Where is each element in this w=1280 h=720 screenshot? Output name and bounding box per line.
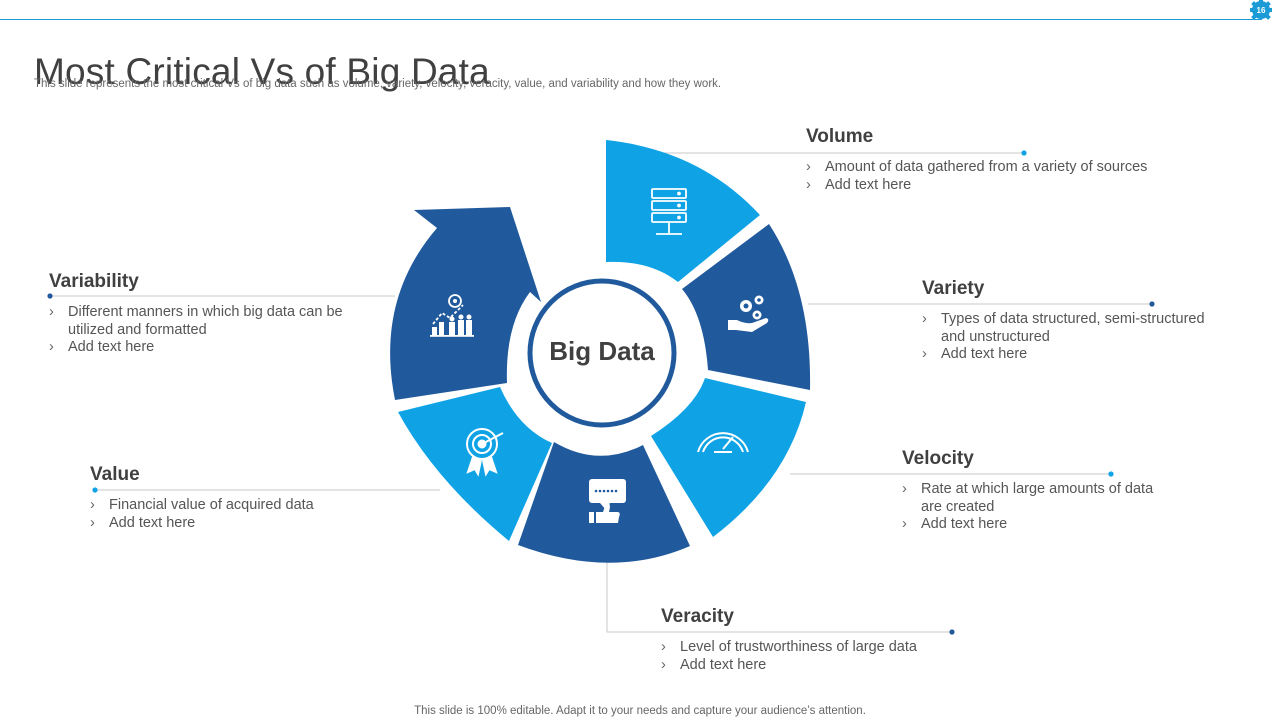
- variety-bullet-2: Add text here: [922, 346, 1222, 364]
- gears-on-hand-icon: [728, 295, 769, 332]
- veracity-bullet-1: Level of trustworthiness of large data: [661, 639, 961, 657]
- center-label: Big Data: [549, 336, 655, 366]
- chat-thumbs-up-icon: [589, 479, 626, 523]
- gear-icon: [1250, 0, 1272, 20]
- value-heading: Value: [90, 464, 140, 485]
- growth-chart-people-icon: [430, 294, 474, 337]
- server-rack-icon: [651, 188, 687, 235]
- veracity-dot: [949, 629, 955, 635]
- veracity-connector: [606, 560, 952, 633]
- value-block: Value Financial value of acquired data A…: [90, 464, 410, 532]
- volume-dot: [1021, 150, 1027, 156]
- velocity-segment: [651, 378, 806, 537]
- variety-heading: Variety: [922, 278, 985, 299]
- velocity-bullet-1: Rate at which large amounts of data are …: [902, 481, 1172, 516]
- center-circle: [527, 278, 677, 428]
- volume-bullet-1: Amount of data gathered from a variety o…: [806, 159, 1166, 177]
- veracity-bullet-2: Add text here: [661, 657, 961, 675]
- velocity-block: Velocity Rate at which large amounts of …: [902, 448, 1172, 534]
- slide-subtitle: This slide represents the most critical …: [34, 78, 722, 90]
- variability-segment: [390, 207, 541, 400]
- volume-heading: Volume: [806, 126, 874, 147]
- speedometer-icon: [697, 432, 749, 453]
- variability-bullet-1: Different manners in which big data can …: [49, 304, 349, 339]
- velocity-heading: Velocity: [902, 448, 974, 469]
- variety-dot: [1149, 301, 1155, 307]
- variability-heading: Variability: [49, 271, 139, 292]
- page-number-badge: 16: [1246, 0, 1276, 24]
- value-bullet-1: Financial value of acquired data: [90, 497, 410, 515]
- award-target-icon: [466, 428, 504, 477]
- volume-bullet-2: Add text here: [806, 177, 1166, 195]
- slide-footer: This slide is 100% editable. Adapt it to…: [414, 705, 866, 717]
- slide-title: Most Critical Vs of Big Data: [34, 50, 490, 92]
- page-number: 16: [1256, 6, 1266, 15]
- velocity-bullet-2: Add text here: [902, 516, 1172, 534]
- volume-segment: [606, 140, 760, 282]
- variety-block: Variety Types of data structured, semi-s…: [922, 278, 1222, 364]
- variability-dot: [47, 293, 53, 299]
- velocity-dot: [1108, 471, 1114, 477]
- variety-bullet-1: Types of data structured, semi-structure…: [922, 311, 1222, 346]
- value-dot: [92, 487, 98, 493]
- veracity-block: Veracity Level of trustworthiness of lar…: [661, 606, 961, 674]
- volume-block: Volume Amount of data gathered from a va…: [806, 126, 1166, 194]
- veracity-heading: Veracity: [661, 606, 734, 627]
- variability-block: Variability Different manners in which b…: [49, 271, 349, 357]
- value-bullet-2: Add text here: [90, 515, 410, 533]
- top-divider-line: [0, 19, 1262, 20]
- variability-bullet-2: Add text here: [49, 339, 349, 357]
